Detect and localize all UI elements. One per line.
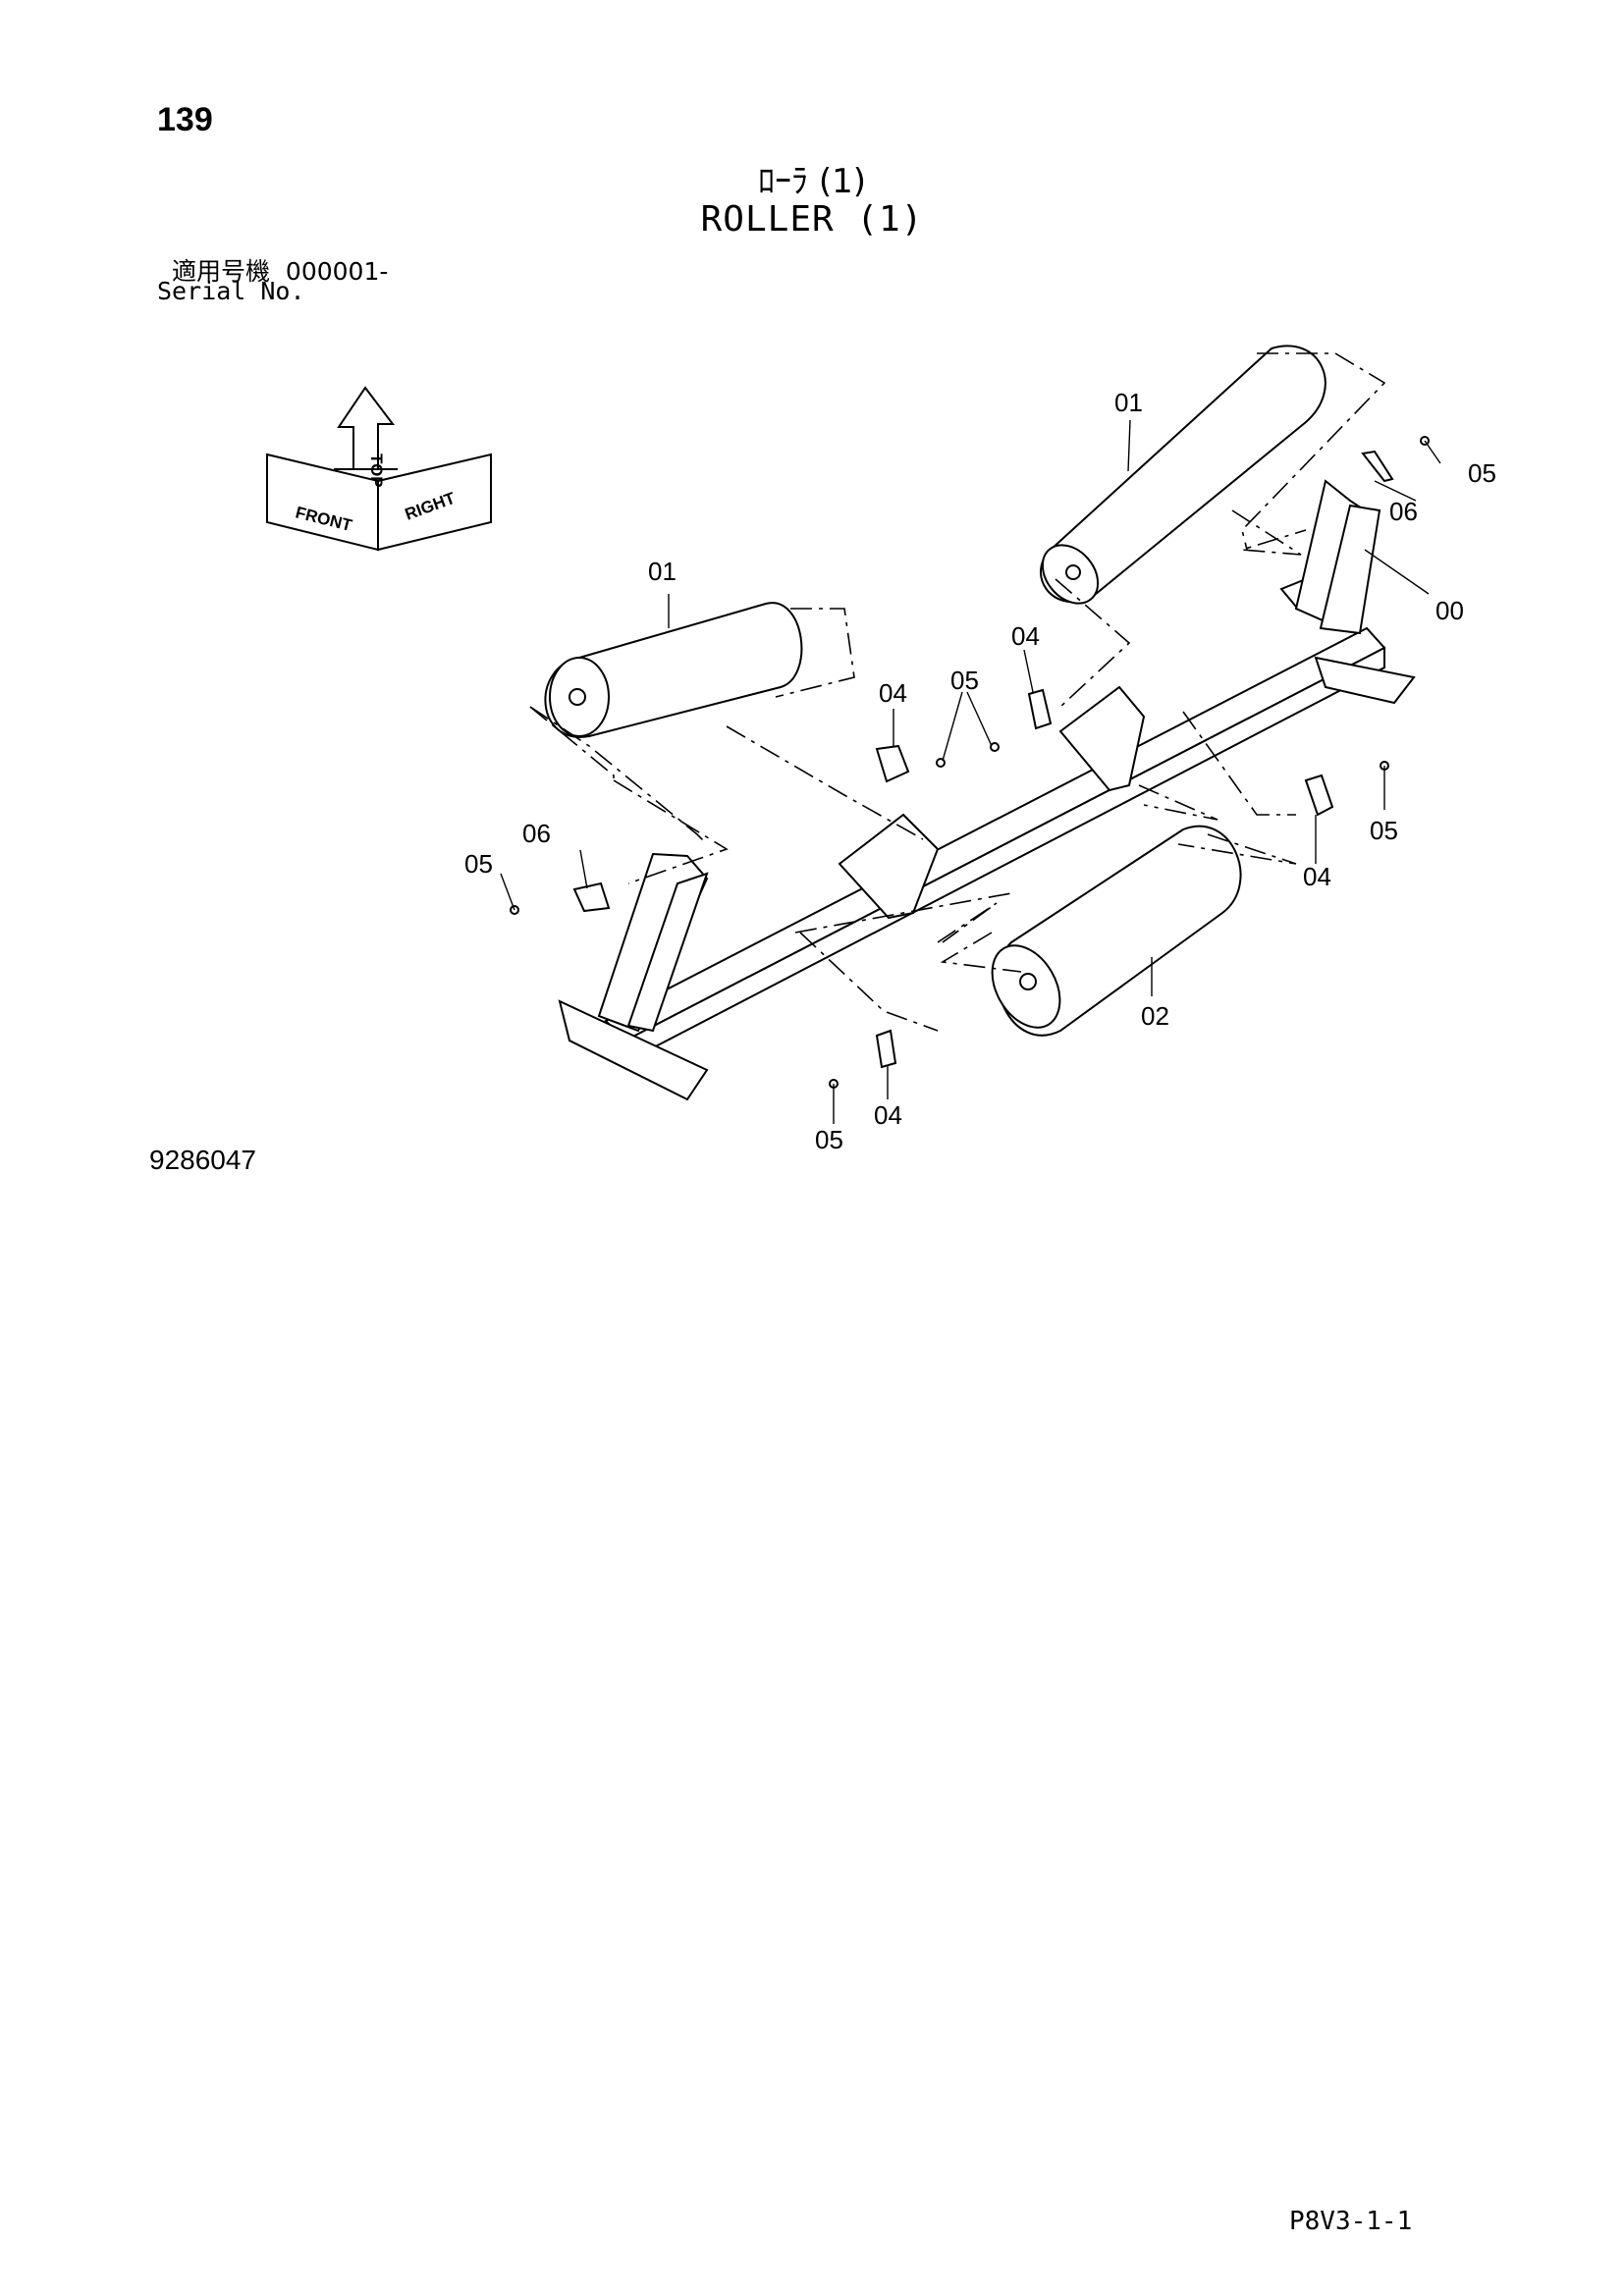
roller-upper-right (1040, 345, 1326, 605)
orientation-icon: FRONT TOP RIGHT (266, 386, 492, 552)
serial-number-value: 000001- (285, 257, 389, 286)
callout-05: 05 (950, 666, 979, 695)
assembly-guide-lines (529, 352, 1386, 1032)
serial-label-english: Serial No. (157, 277, 305, 305)
illustration-code: 9286047 (149, 1145, 257, 1175)
page-title-japanese: ﾛｰﾗ (1) (758, 162, 866, 201)
callout-00: 00 (1435, 596, 1464, 625)
callout-04: 04 (1011, 621, 1040, 651)
callout-05: 05 (815, 1125, 843, 1154)
page-title-english: ROLLER (1) (700, 199, 924, 240)
callout-04: 04 (879, 678, 907, 708)
callout-05: 05 (1468, 458, 1496, 488)
callout-04: 04 (1303, 862, 1331, 891)
callout-05: 05 (1370, 816, 1398, 845)
callout-06: 06 (1389, 497, 1418, 526)
callout-04: 04 (874, 1100, 902, 1130)
page-number: 139 (157, 101, 213, 138)
callout-02: 02 (1141, 1001, 1169, 1031)
callout-05: 05 (464, 849, 493, 879)
serial-line-japanese: 適用号機 000001- (172, 252, 388, 288)
leader-lines (500, 419, 1441, 1124)
roller-upper-left (544, 602, 803, 738)
frame-assembly (558, 479, 1416, 1101)
orientation-label-top: TOP (367, 454, 386, 488)
callout-01: 01 (648, 557, 677, 586)
callout-06: 06 (522, 819, 551, 848)
callout-01: 01 (1114, 388, 1143, 417)
part-callouts: 00 01 01 02 04 04 04 04 05 05 05 05 05 0… (464, 388, 1496, 1154)
small-hardware (510, 436, 1430, 1089)
roller-bottom (991, 825, 1242, 1037)
serial-label-japanese: 適用号機 (172, 257, 271, 286)
page-reference: P8V3-1-1 (1289, 2207, 1413, 2236)
